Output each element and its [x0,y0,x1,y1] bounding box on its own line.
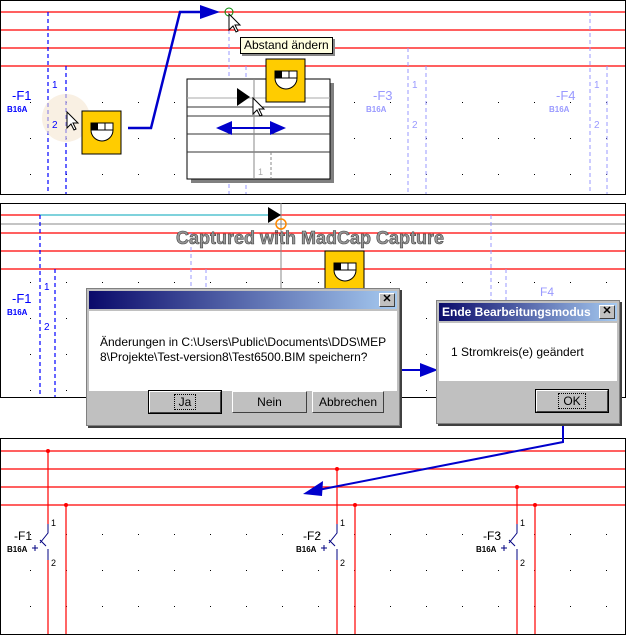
mouse-pointer-icon [252,96,266,117]
tooltip: Abstand ändern [240,37,333,54]
panel-after: -F1 B16A 1 2 -F2 B16A 1 2 -F3 B16A 1 2 [0,438,626,635]
svg-text:-F1: -F1 [12,291,32,306]
svg-text:2: 2 [594,120,600,131]
svg-text:B16A: B16A [366,105,387,114]
left-click-mouse-icon [81,110,122,155]
svg-text:1: 1 [44,282,50,293]
svg-text:2: 2 [520,558,525,568]
end-edit-dialog: Ende Bearbeitungsmodus✕ 1 Stromkreis(e) … [436,300,620,424]
flow-arrow [128,10,215,130]
svg-text:2: 2 [340,558,345,568]
svg-text:-F2: -F2 [303,529,321,543]
yes-button[interactable]: Ja [148,390,222,414]
svg-text:1: 1 [258,167,263,177]
mouse-pointer-icon [228,12,242,33]
circuit-label-f1: -F1 [12,88,32,103]
ok-button[interactable]: OK [535,389,609,413]
drag-cursor-icon [268,207,281,223]
svg-text:2: 2 [52,120,58,131]
svg-text:1: 1 [594,80,600,91]
double-arrow-icon [216,121,286,135]
svg-text:B16A: B16A [296,545,317,554]
end-message: 1 Stromkreis(e) geändert [451,345,584,359]
left-click-mouse-icon [265,58,306,103]
svg-text:B16A: B16A [7,308,28,317]
cancel-button[interactable]: Abbrechen [312,391,384,413]
no-button[interactable]: Nein [232,391,307,413]
svg-text:-F4: -F4 [556,88,576,103]
svg-text:-F3: -F3 [483,529,501,543]
mouse-pointer-icon [66,110,80,131]
ghost-circuit-label: F4 [540,285,554,299]
svg-text:2: 2 [412,120,418,131]
svg-text:B16A: B16A [7,545,28,554]
save-message: Änderungen in C:\Users\Public\Documents\… [100,335,387,364]
svg-text:2: 2 [51,558,56,568]
svg-text:-F1: -F1 [14,529,32,543]
svg-text:1: 1 [340,518,345,528]
svg-text:1: 1 [51,518,56,528]
save-dialog: ✕ Änderungen in C:\Users\Public\Document… [86,288,400,426]
svg-text:2: 2 [44,322,50,333]
panel-before: -F1 B16A 1 2 -F3 B16A 1 2 -F4 B16A 1 2 1 [0,0,626,195]
svg-text:1: 1 [520,518,525,528]
svg-text:-F3: -F3 [373,88,393,103]
click-highlight [42,94,90,142]
svg-text:B16A: B16A [476,545,497,554]
save-dialog-titlebar: ✕ [89,291,397,309]
svg-text:B16A: B16A [549,105,570,114]
flow-arrow [317,420,564,491]
watermark: Captured with MadCap Capture [176,228,445,249]
close-button[interactable]: ✕ [599,305,615,319]
svg-text:B16A: B16A [7,105,28,114]
drag-cursor-icon [237,88,250,106]
svg-text:1: 1 [412,80,418,91]
close-button[interactable]: ✕ [379,293,395,307]
svg-text:1: 1 [52,80,58,91]
end-dialog-titlebar: Ende Bearbeitungsmodus✕ [439,303,617,321]
